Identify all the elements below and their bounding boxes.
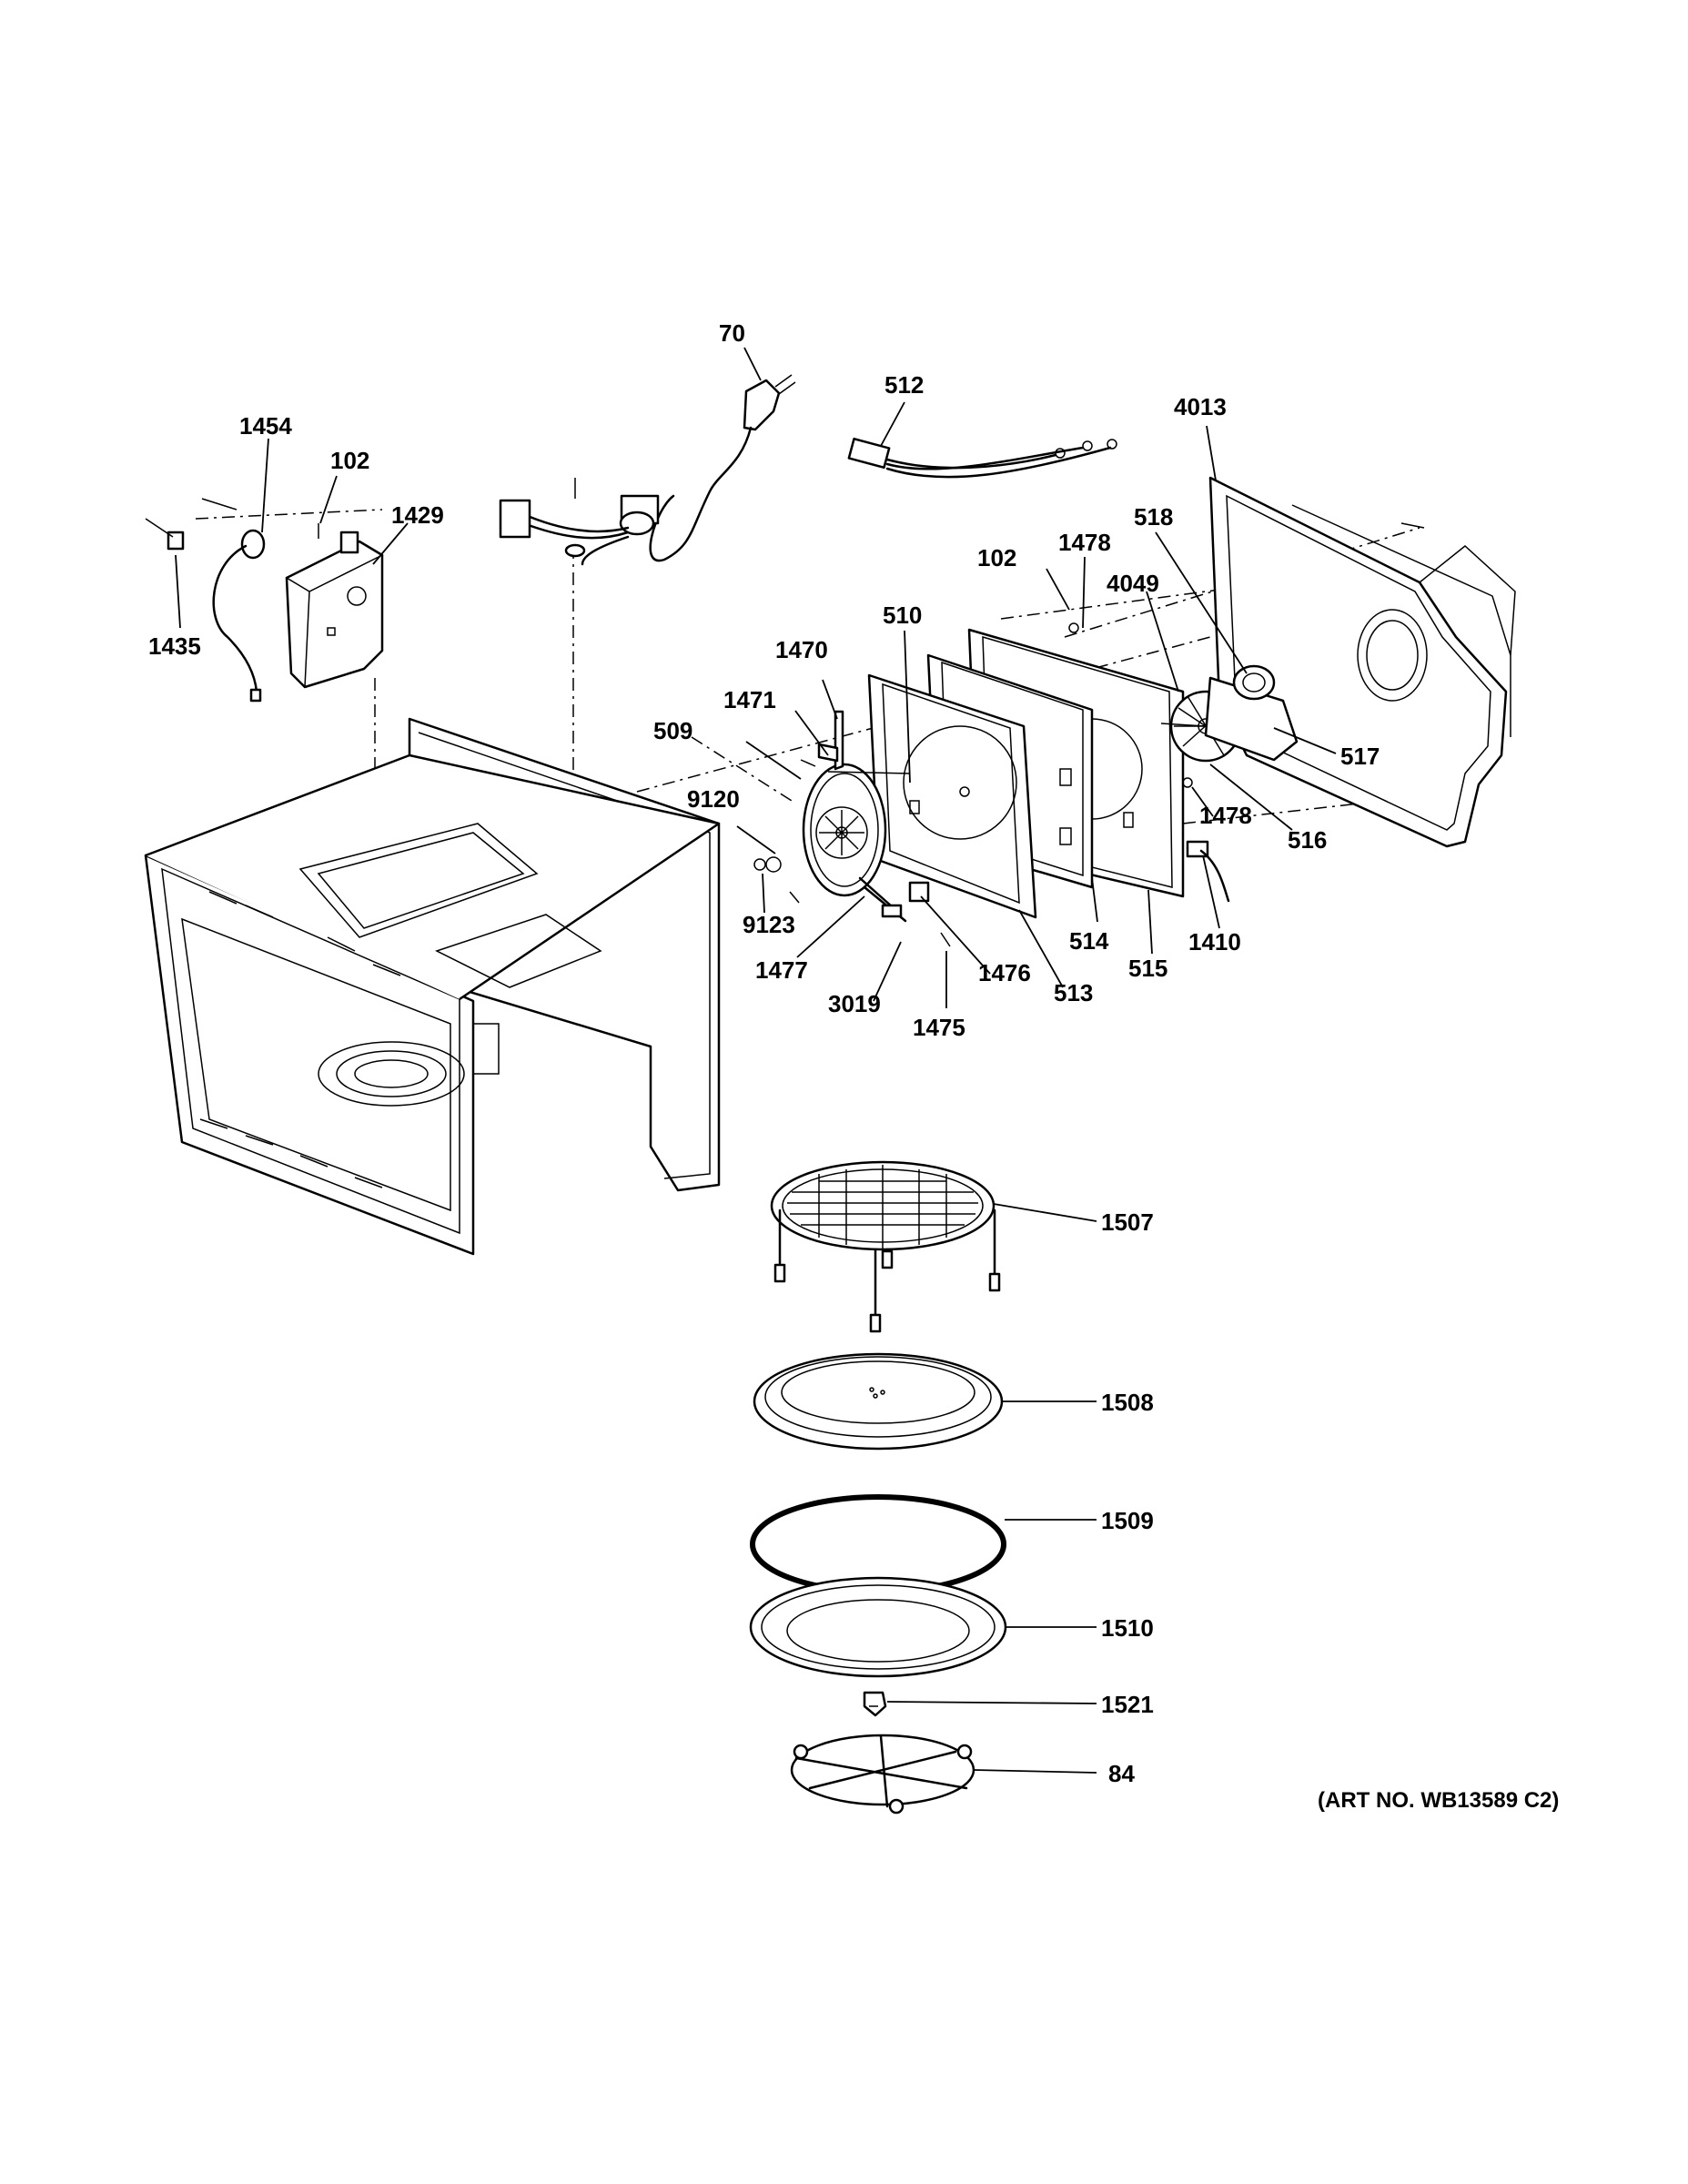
callout-70: 70 — [719, 319, 745, 347]
callout-518: 518 — [1134, 503, 1173, 531]
callout-1410: 1410 — [1188, 928, 1241, 956]
convection-heating-element — [753, 759, 951, 947]
turntable-coupler — [863, 1691, 887, 1717]
callout-1454: 1454 — [239, 412, 292, 440]
callout-84: 84 — [1108, 1760, 1135, 1787]
callout-1435: 1435 — [148, 632, 201, 660]
callout-512: 512 — [884, 371, 924, 399]
rear-housing — [1208, 476, 1516, 848]
callout-515: 515 — [1128, 955, 1167, 982]
callout-1429: 1429 — [391, 501, 444, 529]
coupler-plate — [749, 1576, 1007, 1678]
callout-1471: 1471 — [723, 686, 776, 713]
callout-1477: 1477 — [755, 956, 808, 984]
callout-labels: 70 512 4013 1454 102 1429 1435 518 102 1… — [148, 319, 1380, 1787]
callout-1510: 1510 — [1101, 1614, 1154, 1642]
turntable-tray — [753, 1352, 1004, 1451]
callout-513: 513 — [1054, 979, 1093, 1006]
convection-panels — [867, 628, 1185, 919]
convection-motor-fan — [1068, 622, 1299, 903]
callout-509: 509 — [653, 717, 692, 744]
power-cord-assembly — [499, 374, 796, 566]
callout-510: 510 — [883, 602, 922, 629]
callout-4013: 4013 — [1174, 393, 1227, 420]
oven-rack — [770, 1160, 1001, 1333]
callout-514: 514 — [1069, 927, 1109, 955]
art-number: (ART NO. WB13589 C2) — [1318, 1788, 1560, 1813]
callout-1476: 1476 — [978, 959, 1031, 986]
callout-1521: 1521 — [1101, 1691, 1154, 1718]
callout-516: 516 — [1288, 826, 1327, 854]
mounting-brackets — [817, 710, 844, 771]
callout-1478-a: 1478 — [1058, 529, 1111, 556]
callout-1507: 1507 — [1101, 1208, 1154, 1236]
leader-lines — [175, 347, 1337, 1774]
roller-support — [790, 1734, 975, 1815]
callout-1470: 1470 — [775, 636, 828, 663]
callout-1478-b: 1478 — [1199, 802, 1252, 829]
wire-harness — [847, 437, 1117, 479]
callout-517: 517 — [1340, 743, 1380, 770]
callout-9120: 9120 — [687, 785, 740, 813]
callout-102-a: 102 — [330, 447, 369, 474]
callout-4049: 4049 — [1107, 570, 1159, 597]
callout-1508: 1508 — [1101, 1389, 1154, 1416]
callout-1475: 1475 — [913, 1014, 965, 1041]
callout-3019: 3019 — [828, 990, 881, 1017]
callout-1509: 1509 — [1101, 1507, 1154, 1534]
sensor-bracket-assembly — [145, 498, 384, 703]
callout-9123: 9123 — [743, 911, 795, 938]
oven-cavity — [144, 717, 721, 1256]
callout-102-b: 102 — [977, 544, 1016, 571]
